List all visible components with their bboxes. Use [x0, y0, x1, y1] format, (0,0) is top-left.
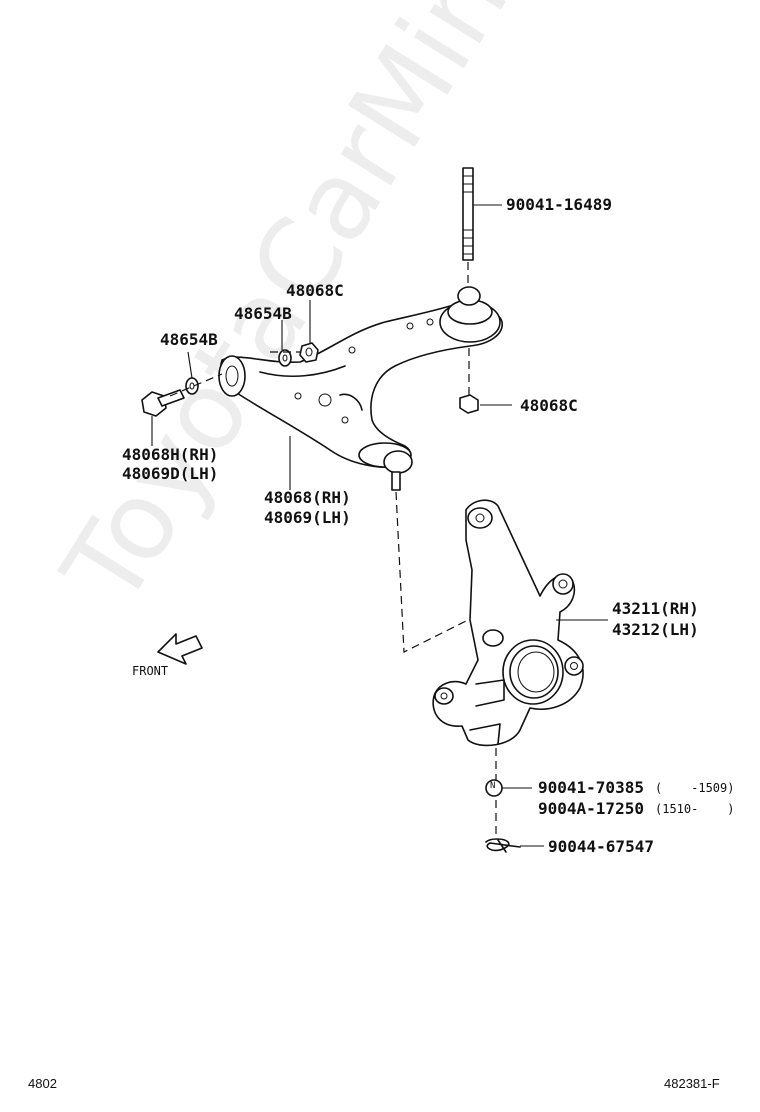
bolt-48068H	[141, 389, 185, 417]
label-nut-upper: 48068C	[286, 281, 344, 300]
label-knuckle-rh: 43211(RH)	[612, 599, 699, 618]
footer-diagram-code: 482381-F	[664, 1076, 720, 1091]
label-arm-rh: 48068(RH)	[264, 488, 351, 507]
lower-control-arm	[218, 286, 503, 491]
nut-48068C-upper	[299, 342, 319, 363]
front-arrow-icon	[157, 633, 203, 665]
washer-48654B-left	[185, 377, 199, 395]
label-cotter-pin: 90044-67547	[548, 837, 654, 856]
label-nut-n2: 9004A-17250	[538, 799, 644, 818]
stud-bolt	[462, 167, 474, 261]
label-nut-n1-range: ( -1509)	[655, 781, 735, 795]
label-knuckle-lh: 43212(LH)	[612, 620, 699, 639]
nut-48068C-lower	[459, 394, 479, 414]
label-bolt-rh: 48068H(RH)	[122, 445, 219, 464]
washer-48654B	[278, 349, 292, 367]
footer-page-code: 4802	[28, 1076, 57, 1091]
label-washer: 48654B	[234, 304, 292, 323]
label-washer-left: 48654B	[160, 330, 218, 349]
guide-line-ball-joint	[395, 491, 485, 653]
label-bolt-lh: 48069D(LH)	[122, 464, 219, 483]
guide-line-bolt	[169, 373, 223, 397]
label-front: FRONT	[132, 664, 169, 678]
steering-knuckle	[432, 499, 584, 747]
label-stud-bolt: 90041-16489	[506, 195, 612, 214]
label-nut-n1: 90041-70385	[538, 778, 644, 797]
label-nut-n2-range: (1510- )	[655, 802, 735, 816]
label-nut-marker: N	[490, 781, 496, 791]
label-arm-lh: 48069(LH)	[264, 508, 351, 527]
leader-washer-left	[187, 351, 193, 379]
label-nut-lower: 48068C	[520, 396, 578, 415]
cotter-pin	[485, 838, 521, 853]
